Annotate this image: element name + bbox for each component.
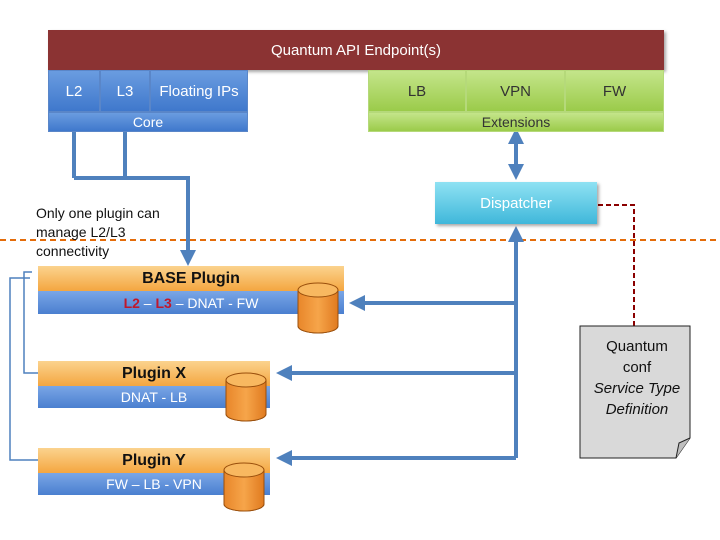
base-l3-label: L3 bbox=[155, 294, 172, 311]
core-l2-label: L2 bbox=[65, 82, 83, 100]
core-label: Core bbox=[132, 114, 164, 130]
base-l2-label: L2 bbox=[123, 294, 140, 311]
plugin-x-services-label: DNAT - LB bbox=[120, 389, 188, 405]
dispatcher-box: Dispatcher bbox=[435, 182, 597, 224]
plugin-x-header: Plugin X bbox=[38, 361, 270, 386]
conf-line-2: conf bbox=[622, 359, 652, 376]
base-plugin-header: BASE Plugin bbox=[38, 266, 344, 291]
extension-fw-label: FW bbox=[602, 82, 627, 100]
extension-vpn-label: VPN bbox=[500, 82, 531, 100]
plugin-x-services: DNAT - LB bbox=[38, 386, 270, 408]
extensions-label: Extensions bbox=[481, 114, 551, 130]
dispatcher-to-plugins-arrow bbox=[276, 226, 524, 466]
base-plugin-services: L2 – L3 – DNAT - FW bbox=[38, 291, 344, 314]
note-line-1: Only one plugin can bbox=[36, 205, 160, 221]
note-line-2: manage L2/L3 bbox=[36, 224, 126, 240]
core-floating-label: Floating IPs bbox=[159, 82, 239, 100]
extensions-bar: Extensions bbox=[368, 112, 664, 132]
quantum-conf-document: Quantum conf Service Type Definition bbox=[583, 336, 691, 420]
extension-vpn-box: VPN bbox=[466, 70, 565, 112]
conf-line-3: Service Type bbox=[593, 380, 681, 397]
base-plugin-name: BASE Plugin bbox=[142, 269, 240, 287]
core-floating-ips-box: Floating IPs bbox=[150, 70, 248, 112]
base-separator: – bbox=[139, 294, 156, 311]
note-line-3: connectivity bbox=[36, 243, 110, 259]
conf-dashed-link bbox=[598, 204, 635, 328]
endpoint-title: Quantum API Endpoint(s) bbox=[270, 41, 442, 59]
core-bar: Core bbox=[48, 112, 248, 132]
conf-line-1: Quantum bbox=[606, 338, 668, 355]
extension-lb-label: LB bbox=[407, 82, 427, 100]
core-l3-label: L3 bbox=[116, 82, 134, 100]
plugin-y-header: Plugin Y bbox=[38, 448, 270, 473]
core-l3-box: L3 bbox=[100, 70, 150, 112]
connectivity-note: Only one plugin can manage L2/L3 connect… bbox=[36, 204, 236, 261]
plugin-x-name: Plugin X bbox=[122, 364, 186, 382]
plugin-y-services-label: FW – LB - VPN bbox=[106, 476, 202, 492]
extension-lb-box: LB bbox=[368, 70, 466, 112]
conf-line-4: Definition bbox=[605, 401, 669, 418]
dispatcher-label: Dispatcher bbox=[480, 194, 552, 212]
extension-fw-box: FW bbox=[565, 70, 664, 112]
plugin-feedback-lines bbox=[9, 271, 38, 461]
base-rest-label: – DNAT - FW bbox=[171, 294, 259, 311]
core-l2-box: L2 bbox=[48, 70, 100, 112]
plugin-y-services: FW – LB - VPN bbox=[38, 473, 270, 495]
quantum-api-endpoint: Quantum API Endpoint(s) bbox=[48, 30, 664, 70]
plugin-y-name: Plugin Y bbox=[122, 451, 186, 469]
